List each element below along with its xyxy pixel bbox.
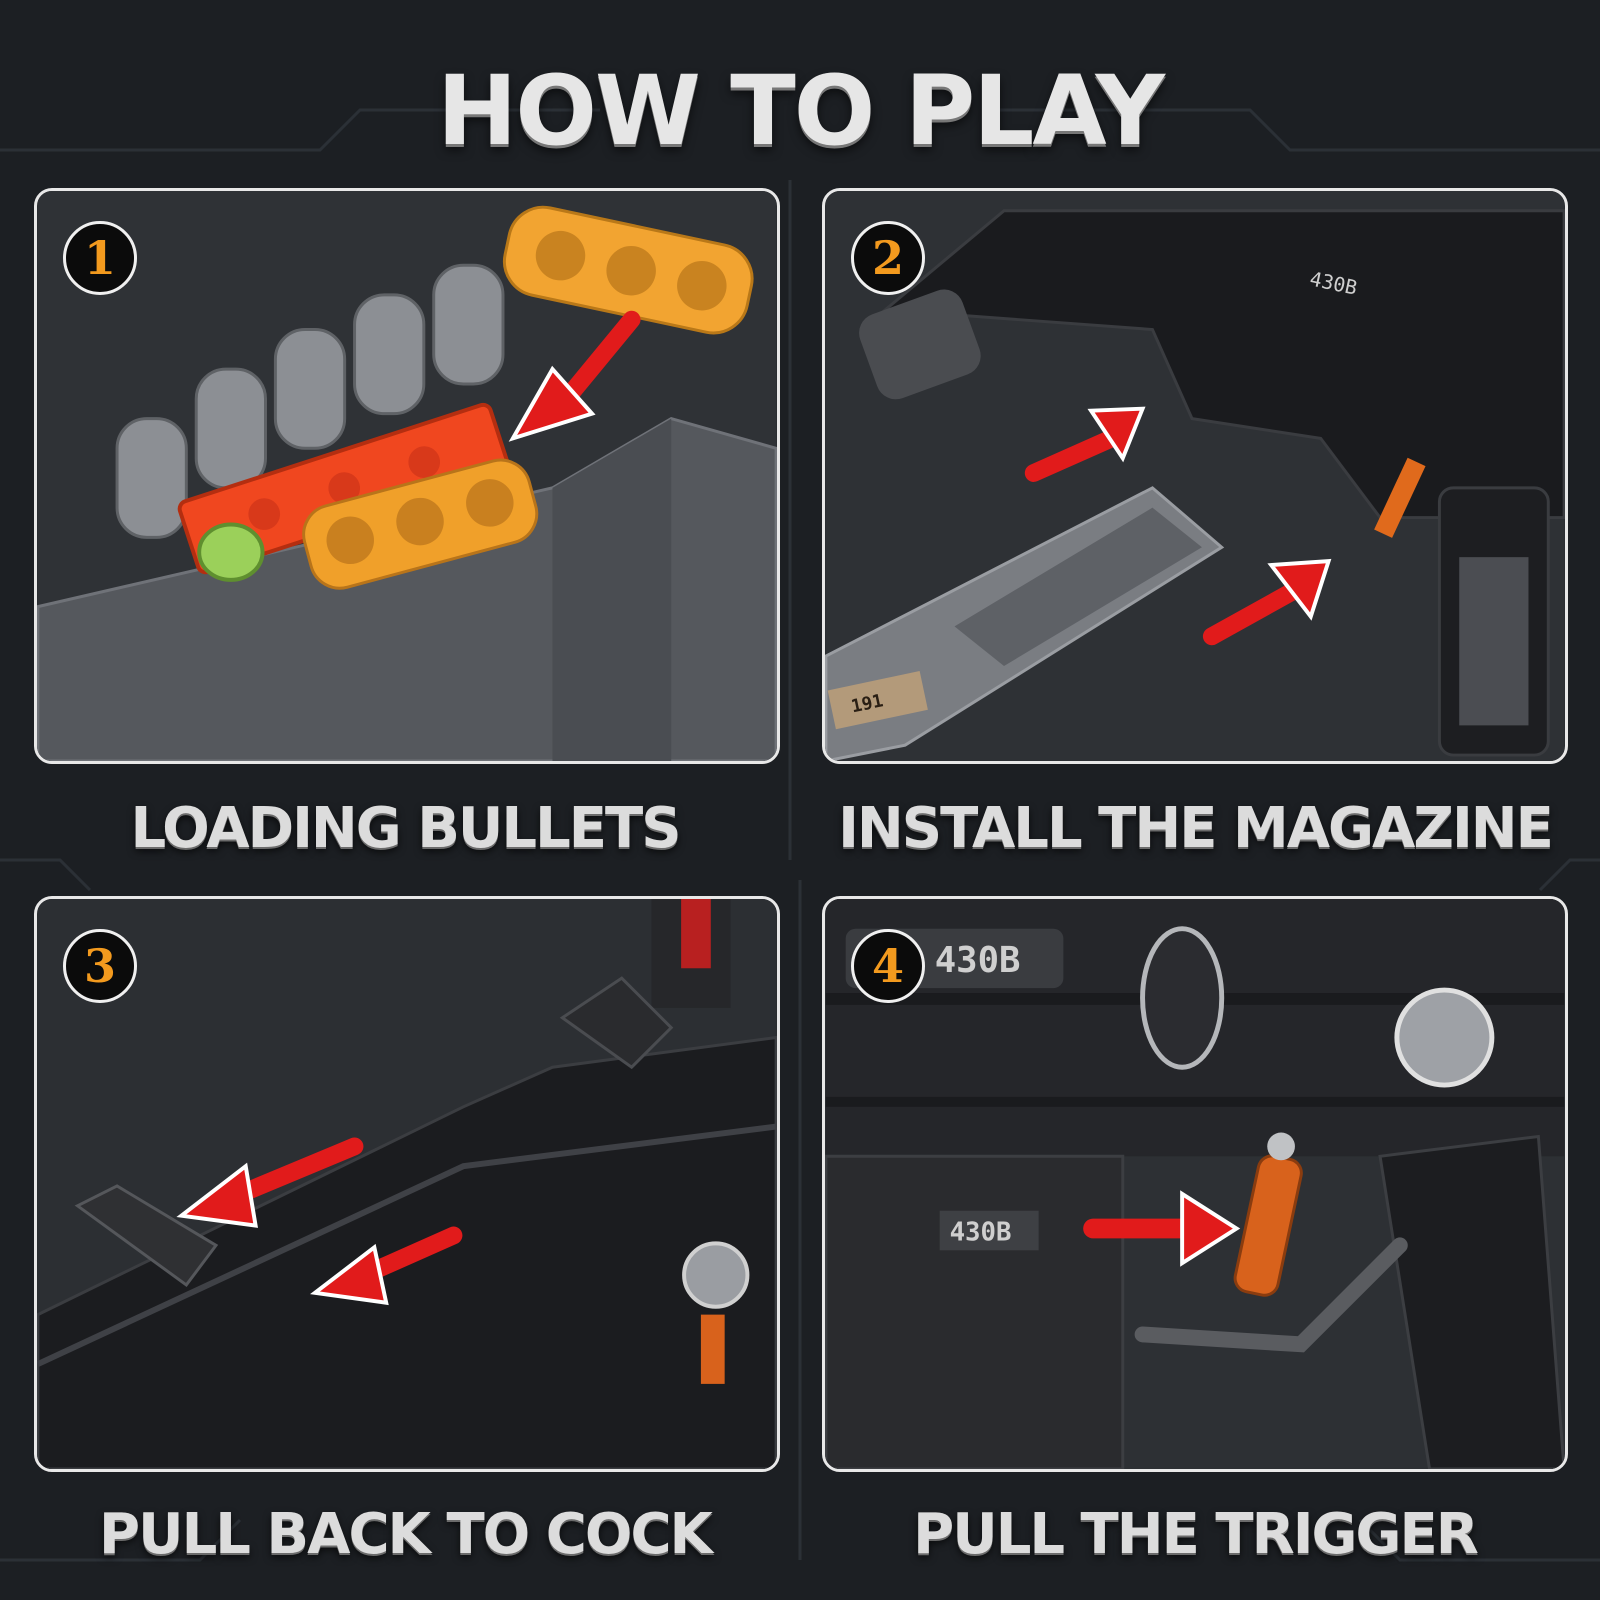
install-magazine-illustration: 430B 191 [825,191,1565,761]
arrow-icon [310,1226,463,1306]
step-3-badge: 3 [63,929,137,1003]
step-2-image: 430B 191 2 [822,188,1568,764]
model-code-label: 430B [950,1217,1012,1247]
step-1-image: 1 [34,188,780,764]
pull-trigger-illustration: 430B 430B [825,899,1565,1469]
arrow-icon [1083,1190,1241,1267]
page-title: HOW TO PLAY [437,55,1165,167]
step-3-image: 3 [34,896,780,1472]
step-4-caption: PULL THE TRIGGER [913,1502,1479,1567]
arrow-icon [1202,558,1332,646]
arrow-icon [508,310,641,442]
pull-back-illustration [37,899,777,1469]
step-4-badge: 4 [851,929,925,1003]
step-3-caption: PULL BACK TO COCK [99,1502,713,1567]
step-2-badge: 2 [851,221,925,295]
arrow-icon [176,1137,364,1228]
step-2-caption: INSTALL THE MAGAZINE [838,796,1554,861]
step-1-caption: LOADING BULLETS [130,796,681,861]
arrow-icon [1024,406,1146,482]
step-4-image: 430B 430B 4 [822,896,1568,1472]
step-1-badge: 1 [63,221,137,295]
loading-bullets-illustration [37,191,777,761]
model-code-label: 430B [935,940,1021,981]
